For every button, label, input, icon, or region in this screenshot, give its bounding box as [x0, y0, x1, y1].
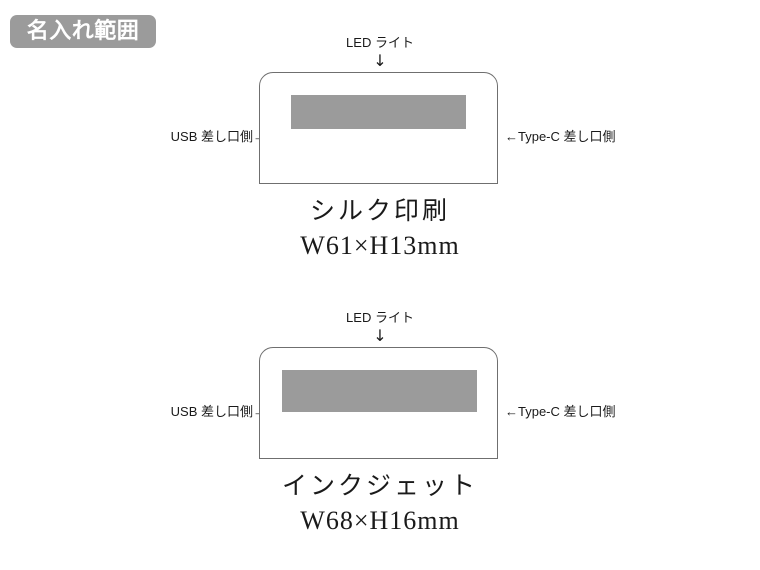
print-size-label-inkjet: W68×H16mm	[300, 506, 460, 535]
typec-port-label-silk: ←Type-C 差し口側	[505, 129, 616, 144]
led-light-label-silk: LED ライト	[346, 35, 414, 50]
imprint-area-badge-label: 名入れ範囲	[26, 18, 140, 44]
led-light-arrow-icon-silk: ↓	[373, 51, 387, 70]
usb-port-label-silk: USB 差し口側→	[170, 129, 266, 144]
typec-port-label-inkjet: ←Type-C 差し口側	[505, 404, 616, 419]
led-light-label-inkjet: LED ライト	[346, 310, 414, 325]
device-outline-inkjet	[259, 347, 498, 459]
imprint-area-badge: 名入れ範囲	[10, 15, 156, 48]
print-area-silk	[291, 95, 466, 129]
print-area-inkjet	[282, 370, 477, 412]
print-method-label-inkjet: インクジェット	[281, 473, 478, 500]
led-light-arrow-icon-inkjet: ↓	[373, 326, 387, 345]
device-outline-silk	[259, 72, 498, 184]
usb-port-label-inkjet: USB 差し口側→	[170, 404, 266, 419]
print-size-label-silk: W61×H13mm	[300, 231, 460, 260]
print-method-label-silk: シルク印刷	[309, 198, 450, 225]
